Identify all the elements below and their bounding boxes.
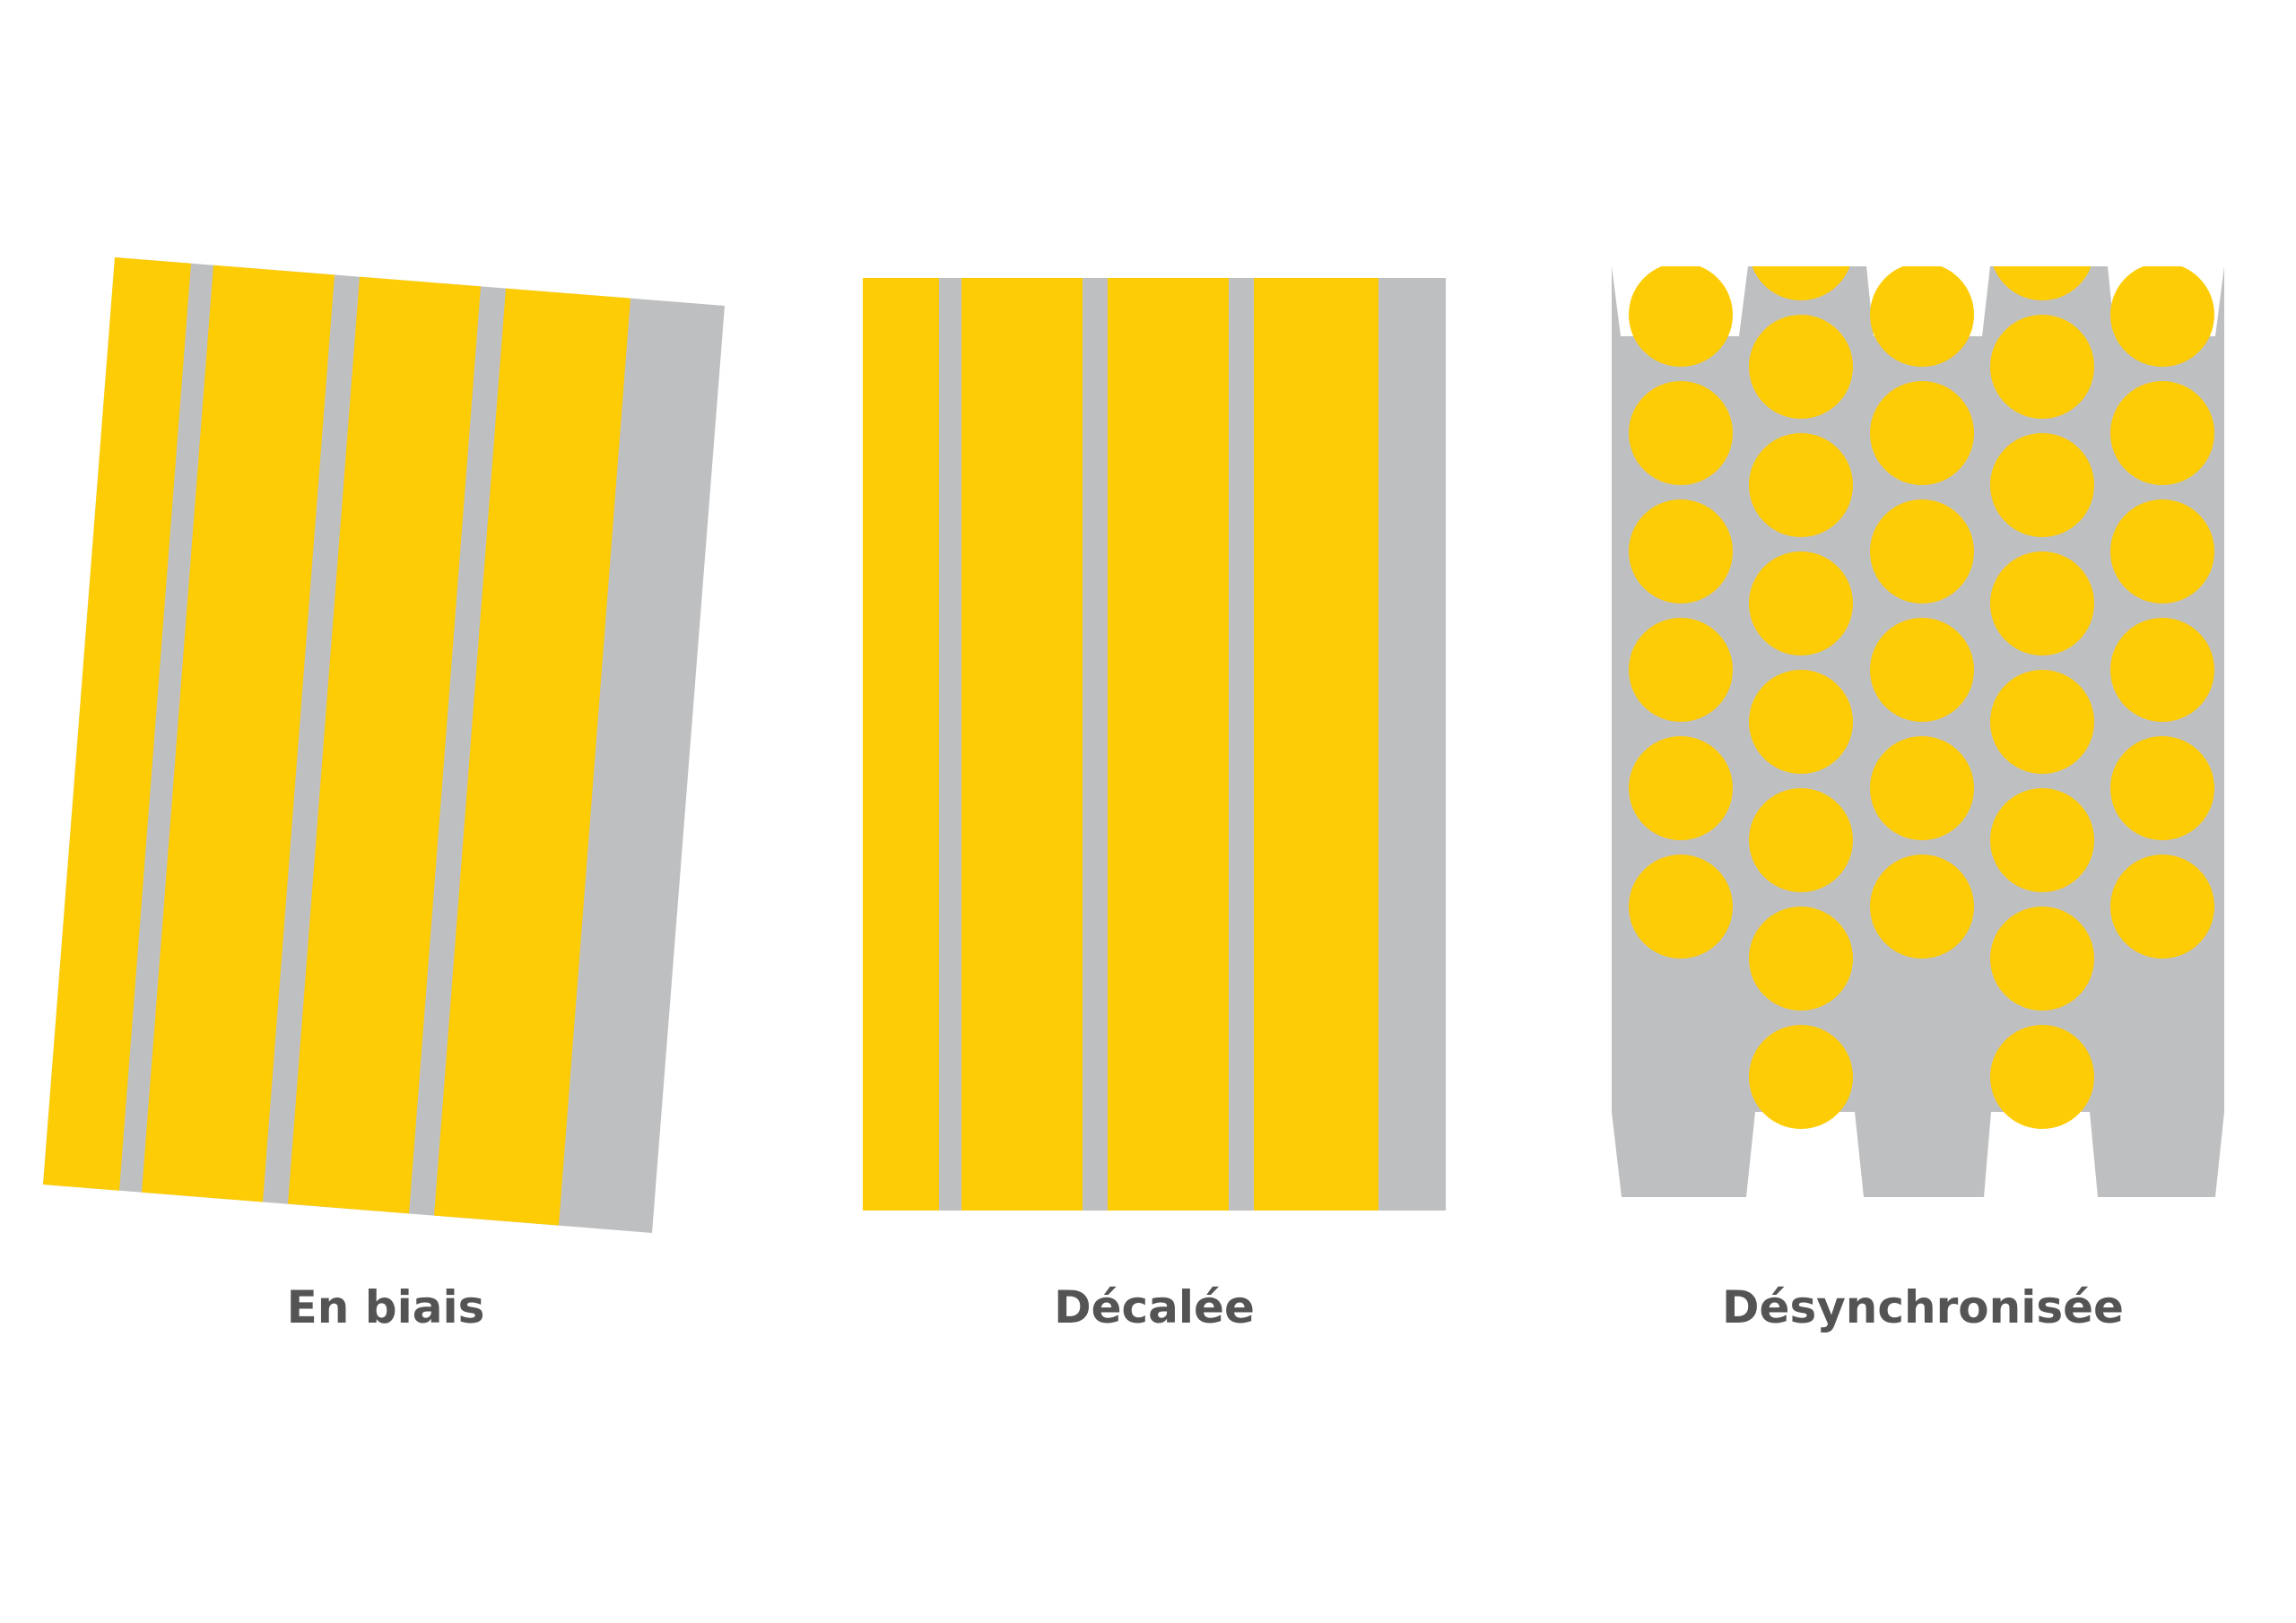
dot-c1-5 xyxy=(1629,736,1733,840)
dot-c1-3 xyxy=(1629,499,1733,603)
dot-c2-5 xyxy=(1749,788,1853,892)
caption-decalee: Décalée xyxy=(1054,1281,1255,1333)
dot-c1-2 xyxy=(1629,381,1733,485)
caption-en-biais: En biais xyxy=(286,1281,485,1333)
dot-c4-2 xyxy=(1990,433,2094,537)
dot-c2-6 xyxy=(1749,907,1853,1011)
dot-c5-3 xyxy=(2110,499,2214,603)
dot-c3-1 xyxy=(1870,266,1974,367)
straight-stripe-4 xyxy=(1254,278,1378,1211)
dot-c1-6 xyxy=(1629,855,1733,959)
dot-c5-2 xyxy=(2110,381,2214,485)
dot-c3-6 xyxy=(1870,855,1974,959)
dot-c2-2 xyxy=(1749,433,1853,537)
straight-stripe-1 xyxy=(863,278,939,1211)
dot-c4-1 xyxy=(1990,315,2094,419)
dot-c4-6 xyxy=(1990,907,2094,1011)
dot-c2-1 xyxy=(1749,315,1853,419)
panel-en-biais xyxy=(43,257,725,1233)
dot-c4-3 xyxy=(1990,551,2094,655)
skewed-stripe-2 xyxy=(142,265,335,1202)
caption-desynchronisee: Désynchronisée xyxy=(1722,1281,2124,1333)
panel-desynchronisee xyxy=(1612,266,2224,1197)
dot-c5-5 xyxy=(2110,736,2214,840)
dot-c5-6 xyxy=(2110,855,2214,959)
dot-c3-5 xyxy=(1870,736,1974,840)
straight-stripe-3 xyxy=(1108,278,1229,1211)
yellow-stripes-straight xyxy=(863,278,1378,1211)
dot-cap-c2 xyxy=(1752,266,1850,300)
panel-decalee xyxy=(863,278,1446,1211)
dot-c3-3 xyxy=(1870,499,1974,603)
dot-c5-4 xyxy=(2110,618,2214,722)
skewed-stripe-3 xyxy=(288,276,481,1214)
straight-stripe-2 xyxy=(961,278,1083,1211)
skewed-stripe-1 xyxy=(43,257,191,1191)
dot-c3-2 xyxy=(1870,381,1974,485)
dot-cap-c4 xyxy=(1993,266,2092,300)
dot-c3-4 xyxy=(1870,618,1974,722)
dot-c4-4 xyxy=(1990,670,2094,774)
dot-c2-7 xyxy=(1749,1025,1853,1129)
yellow-stripes-skewed xyxy=(43,257,631,1226)
dot-c1-4 xyxy=(1629,618,1733,722)
dot-c5-1 xyxy=(2110,266,2214,367)
dot-c4-7 xyxy=(1990,1025,2094,1129)
dot-c1-1 xyxy=(1629,266,1733,367)
yellow-dots xyxy=(1629,266,2214,1129)
skewed-stripe-4 xyxy=(434,288,631,1226)
dot-c2-4 xyxy=(1749,670,1853,774)
dot-c2-3 xyxy=(1749,551,1853,655)
dot-c4-5 xyxy=(1990,788,2094,892)
